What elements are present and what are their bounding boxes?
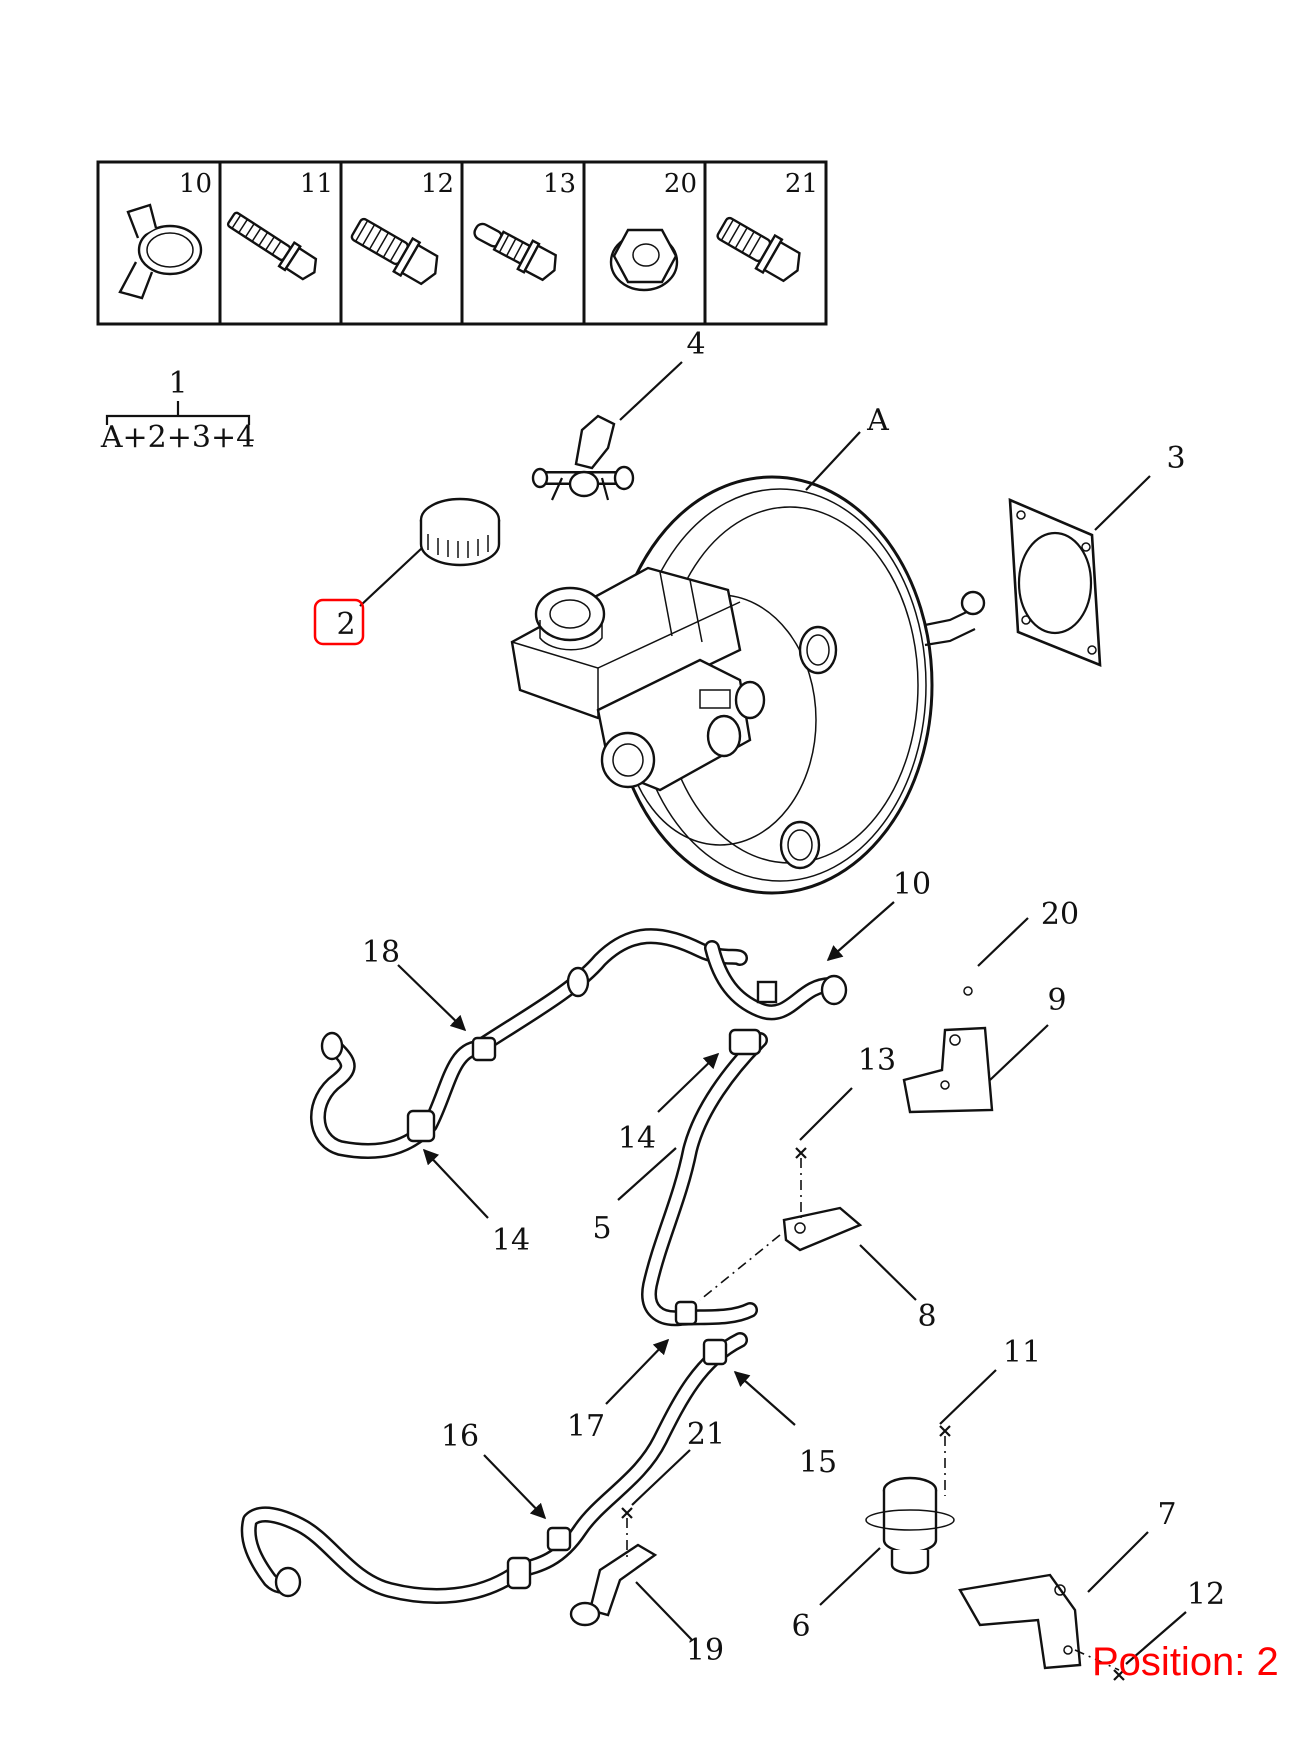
leader-lines [359, 361, 1187, 1665]
callout-20: 20 [1041, 897, 1079, 932]
gasket-drawing [1008, 497, 1102, 667]
position-label: Position: 2 [1092, 1640, 1279, 1684]
fastener-10-label: 10 [179, 169, 212, 199]
assembly-number: 1 [168, 366, 187, 401]
callout-7: 7 [1157, 1497, 1176, 1532]
fastener-table: 10 11 12 13 20 21 [96, 160, 828, 326]
fastener-12-label: 12 [421, 169, 454, 199]
callout-14b: 14 [492, 1223, 530, 1258]
callout-18: 18 [362, 935, 400, 970]
callout-14a: 14 [618, 1121, 656, 1156]
assembly-formula: A+2+3+4 [100, 420, 255, 455]
callout-2: 2 [336, 607, 355, 642]
callout-17: 17 [567, 1409, 605, 1444]
callout-11: 11 [1003, 1335, 1041, 1370]
callout-3: 3 [1166, 441, 1185, 476]
assembly-note: 1 A+2+3+4 [100, 366, 255, 455]
callout-10: 10 [893, 867, 931, 902]
fastener-21-label: 21 [785, 169, 818, 199]
callout-19: 19 [686, 1633, 724, 1668]
fastener-20-label: 20 [664, 169, 697, 199]
callout-8: 8 [917, 1299, 936, 1334]
fastener-11-label: 11 [300, 169, 333, 199]
reservoir-cap-drawing [419, 497, 501, 567]
bolt-21-icon [716, 216, 801, 283]
fastener-markers [621, 986, 1125, 1681]
fastener-13-label: 13 [543, 169, 576, 199]
flange-nut-icon [609, 228, 679, 292]
callout-A: A [866, 403, 889, 438]
brackets-drawing [569, 1026, 1082, 1670]
check-valve-drawing [531, 414, 635, 501]
callout-6: 6 [791, 1609, 810, 1644]
callout-4: 4 [686, 327, 705, 362]
callout-12: 12 [1187, 1577, 1225, 1612]
callout-5: 5 [592, 1211, 611, 1246]
callout-21: 21 [687, 1417, 725, 1452]
highlight-box [313, 598, 365, 646]
hose-clamp-icon [118, 203, 203, 300]
callout-15: 15 [799, 1445, 837, 1480]
vacuum-hoses-drawing [240, 928, 848, 1604]
callout-13: 13 [858, 1043, 896, 1078]
bolt-13-icon [473, 222, 557, 282]
callout-9: 9 [1047, 983, 1066, 1018]
callout-16: 16 [441, 1419, 479, 1454]
bolt-12-icon [350, 217, 439, 286]
bolt-11-icon [226, 211, 318, 281]
callout-labels: A 4 3 2 10 20 18 9 13 14 5 14 8 11 17 16… [313, 327, 1225, 1668]
master-cylinder-drawing [510, 566, 766, 792]
